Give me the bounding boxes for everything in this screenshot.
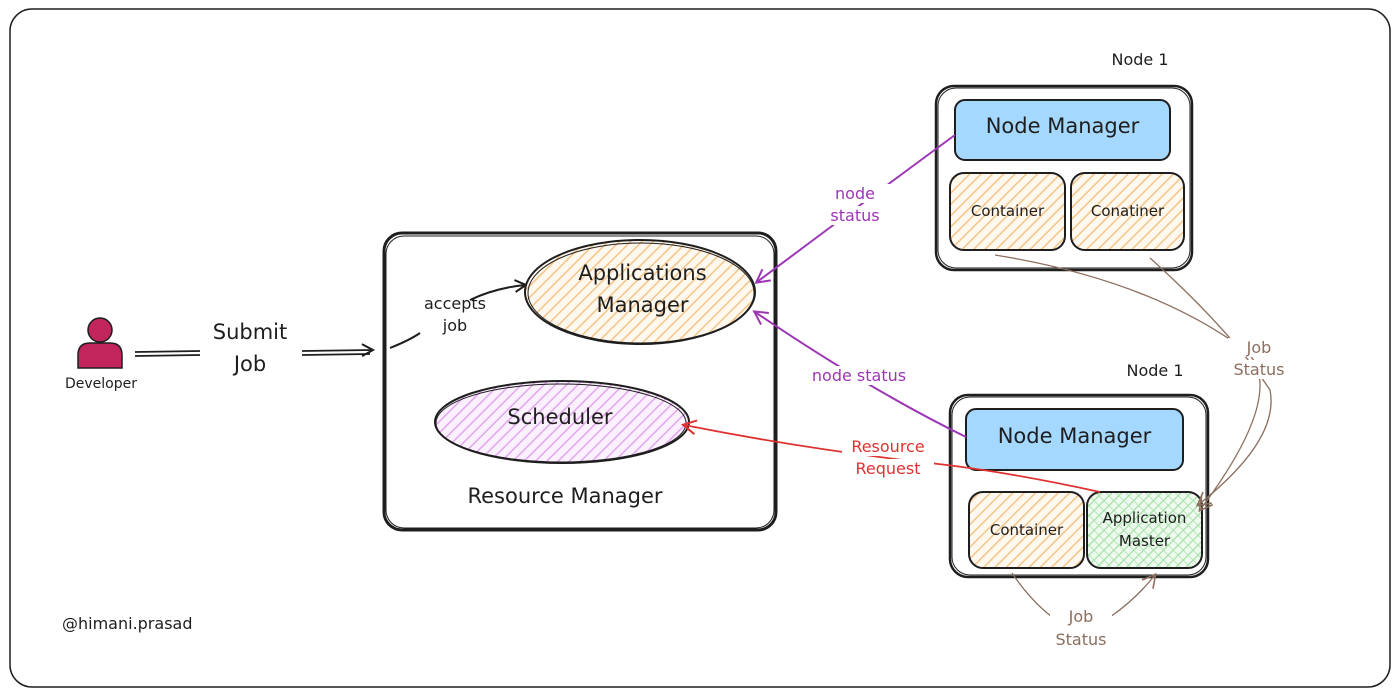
scheduler-label: Scheduler xyxy=(507,405,613,429)
container-bottom-label: Container xyxy=(989,521,1064,539)
node-status-top-label-line1: node xyxy=(820,184,890,204)
node-top-label: Node 1 xyxy=(1111,50,1169,69)
applications-manager-label-line2: Manager xyxy=(596,293,689,317)
credit-label: @himani.prasad xyxy=(62,614,193,633)
application-master-node xyxy=(1086,491,1203,569)
node-manager-bottom xyxy=(965,408,1184,471)
node-manager-top xyxy=(954,99,1171,161)
job-status-bottom-label-line2: Status xyxy=(1044,630,1118,650)
job-status-bottom-arrows xyxy=(1011,572,1157,618)
accepts-job-label-line2: job xyxy=(442,316,468,335)
container-bottom xyxy=(968,491,1085,569)
resource-manager-title: Resource Manager xyxy=(467,484,663,508)
developer-label: Developer xyxy=(64,376,137,392)
job-status-right-label-line2: Status xyxy=(1222,360,1296,380)
application-master-label-line1: Application xyxy=(1102,509,1187,527)
applications-manager-label-line1: Applications xyxy=(578,261,707,285)
node-status-top-label-line2: status xyxy=(815,206,895,226)
resource-request-label-line2: Request xyxy=(842,459,934,479)
node-status-bottom-label: node status xyxy=(798,366,920,386)
container-top-left-label: Container xyxy=(970,202,1045,220)
node-manager-top-label: Node Manager xyxy=(985,114,1140,138)
container-top-right-label: Conatiner xyxy=(1090,202,1165,220)
job-status-bottom-label-line1: Job xyxy=(1050,607,1112,627)
resource-request-label-line1: Resource xyxy=(842,437,934,457)
applications-manager-node xyxy=(524,239,756,345)
node-manager-bottom-label: Node Manager xyxy=(997,424,1152,448)
submit-job-arrow xyxy=(134,350,372,356)
node-bottom-label: Node 1 xyxy=(1126,361,1184,380)
accepts-job-arrow xyxy=(389,285,525,349)
accepts-job-label-line1: accepts xyxy=(423,294,486,313)
outer-frame xyxy=(9,8,1391,688)
user-icon xyxy=(77,317,123,369)
submit-job-label-line2: Job xyxy=(233,352,267,376)
container-top-right xyxy=(1070,172,1185,251)
job-status-right-label-line1: Job xyxy=(1228,338,1290,358)
application-master-label-line2: Master xyxy=(1118,532,1171,550)
container-top-left xyxy=(949,172,1066,251)
submit-job-label-line1: Submit xyxy=(212,320,288,344)
